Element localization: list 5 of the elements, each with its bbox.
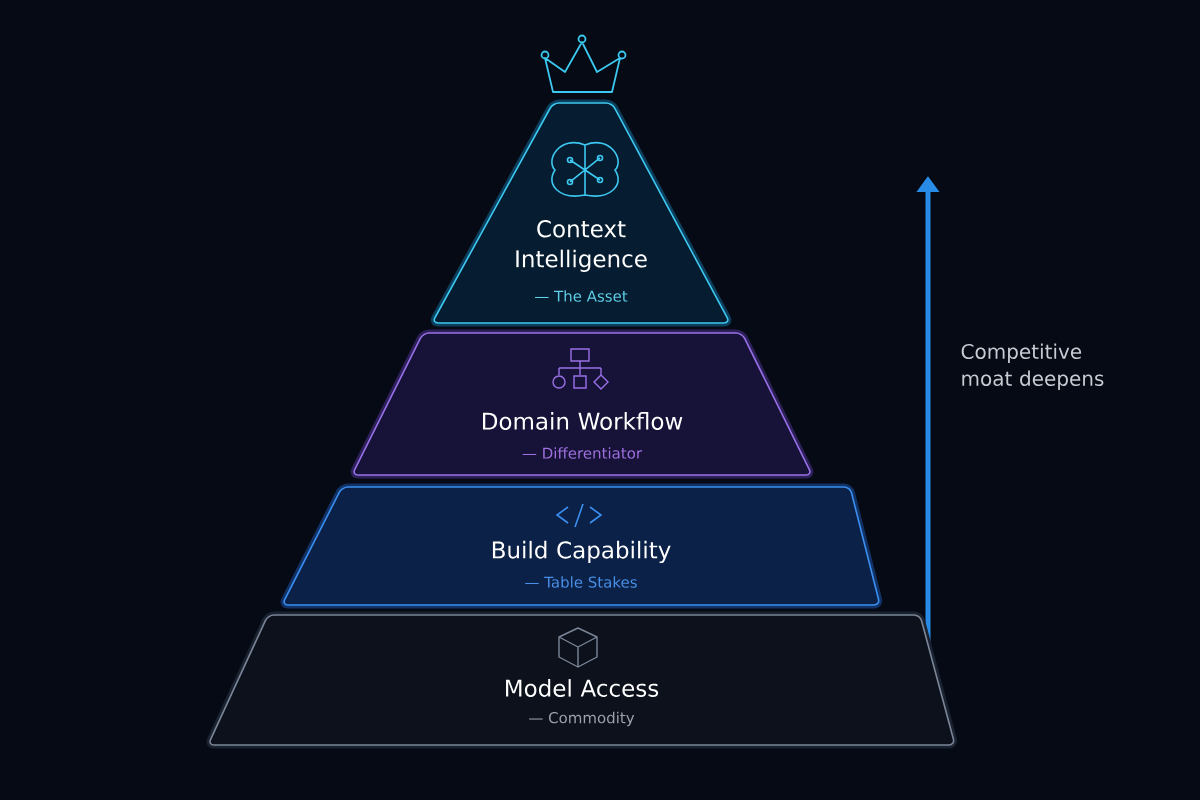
pyramid-layer: Build Capability — Table Stakes: [280, 483, 883, 609]
pyramid-layer: Model Access — Commodity: [206, 611, 958, 749]
pyramid-layer: Context Intelligence — The Asset: [430, 99, 732, 327]
pyramid-layer: Domain Workflow — Differentiator: [350, 329, 814, 479]
axis-label: Competitive moat deepens: [961, 343, 1104, 390]
